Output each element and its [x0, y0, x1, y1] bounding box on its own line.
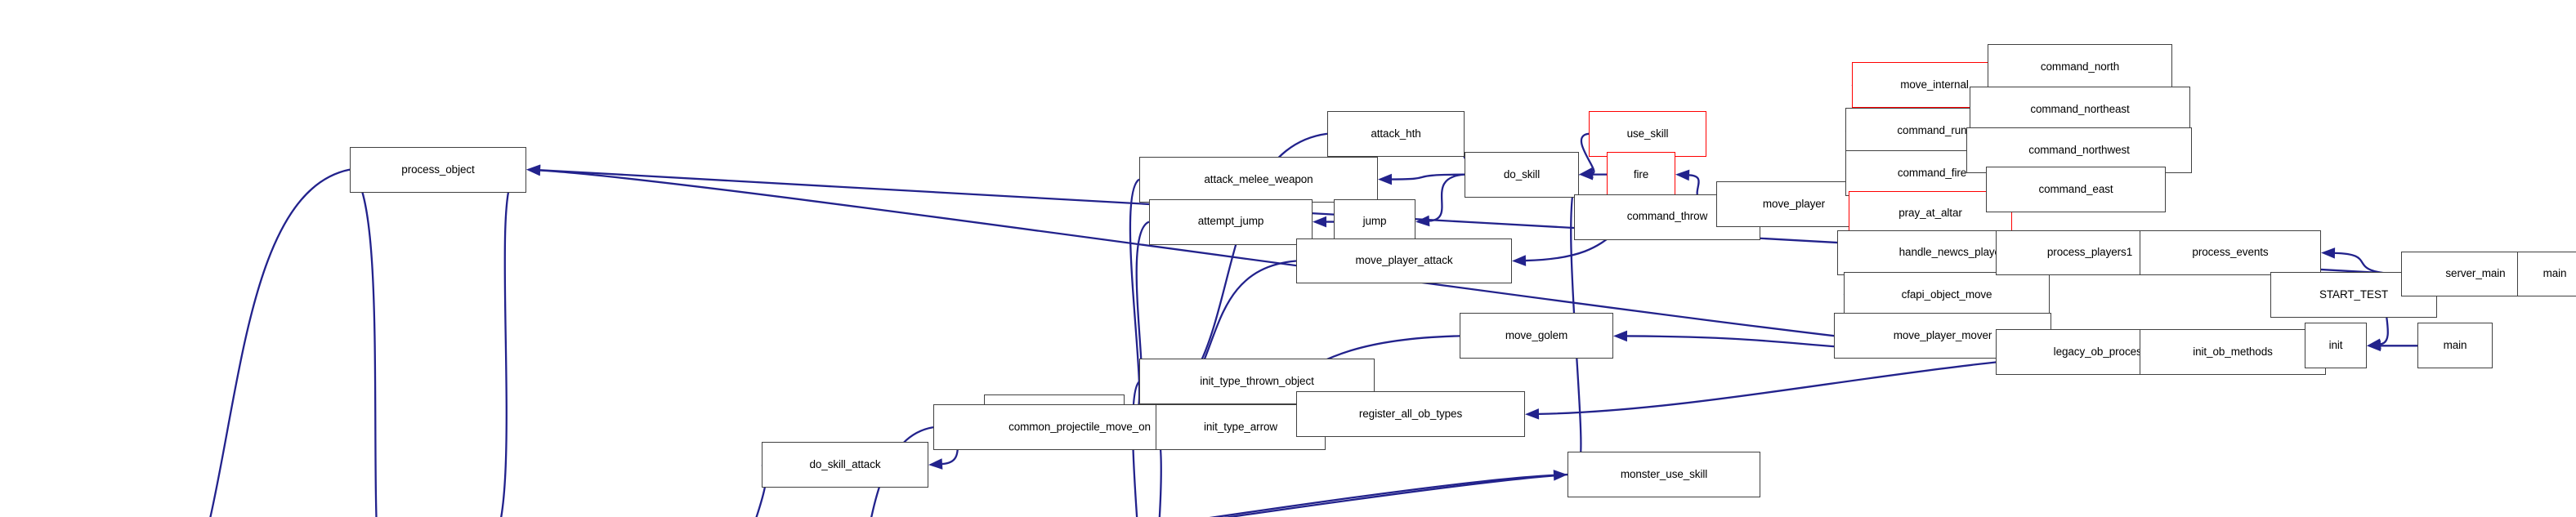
- graph-node-init-type-thrown-object[interactable]: init_type_thrown_object: [1139, 359, 1375, 405]
- edge-monster-use-skill-to-dirdiff: [1223, 473, 1568, 517]
- arrowhead: [2367, 340, 2381, 352]
- edge-move-monster-to-monster-use-skill: [1208, 474, 1554, 517]
- graph-node-monster-use-skill[interactable]: monster_use_skill: [1568, 452, 1760, 498]
- arrowhead: [1579, 168, 1593, 181]
- graph-node-command-northwest[interactable]: command_northwest: [1966, 127, 2192, 173]
- edge-use-skill-to-do-skill: [1581, 132, 1595, 174]
- graph-node-attempt-jump[interactable]: attempt_jump: [1149, 198, 1313, 245]
- arrowhead: [928, 458, 943, 470]
- arrowhead: [1675, 169, 1690, 181]
- graph-node-move-player-attack[interactable]: move_player_attack: [1296, 238, 1512, 284]
- graph-node-use-skill[interactable]: use_skill: [1589, 110, 1706, 157]
- edge-do-skill-to-jump: [1429, 173, 1465, 222]
- arrowhead: [1553, 470, 1568, 481]
- arrowhead: [1415, 215, 1430, 227]
- arrowhead: [1512, 255, 1527, 266]
- graph-node-do-skill[interactable]: do_skill: [1465, 151, 1579, 198]
- edge-process-object-to-dirdiff: [209, 168, 351, 517]
- arrowhead: [1525, 408, 1540, 420]
- graph-node-process-object[interactable]: process_object: [350, 146, 526, 193]
- edge-process-object-to-move-monster: [349, 168, 378, 517]
- graph-node-do-skill-attack[interactable]: do_skill_attack: [762, 442, 928, 488]
- graph-node-main-top[interactable]: main: [2517, 251, 2576, 297]
- graph-node-init-ob-methods[interactable]: init_ob_methods: [2140, 329, 2326, 376]
- graph-node-init[interactable]: init: [2305, 323, 2367, 369]
- edge-attack-melee-weapon-to-skill-attack: [1129, 178, 1141, 412]
- graph-node-process-events[interactable]: process_events: [2140, 230, 2321, 276]
- edge-init-type-thrown-object-to-thrown-object-type-process: [1131, 381, 1140, 517]
- graph-node-command-east[interactable]: command_east: [1986, 166, 2166, 212]
- graph-node-cfapi-object-move[interactable]: cfapi_object_move: [1844, 272, 2050, 319]
- graph-node-main-bottom[interactable]: main: [2417, 323, 2493, 369]
- graph-node-register-all-ob-types[interactable]: register_all_ob_types: [1296, 391, 1525, 438]
- graph-node-pray-at-altar[interactable]: pray_at_altar: [1849, 190, 2012, 237]
- arrowhead: [526, 164, 541, 176]
- edge-do-skill-to-attack-melee-weapon: [1391, 173, 1465, 181]
- edge-attack-ob-simple-to-process-object: [499, 176, 516, 517]
- arrowhead: [1313, 216, 1326, 228]
- graph-node-command-north[interactable]: command_north: [1988, 43, 2172, 90]
- graph-node-move-golem[interactable]: move_golem: [1460, 313, 1613, 359]
- graph-node-attack-melee-weapon[interactable]: attack_melee_weapon: [1139, 156, 1378, 203]
- graph-node-command-northeast[interactable]: command_northeast: [1970, 86, 2190, 132]
- graph-node-attack-hth[interactable]: attack_hth: [1327, 110, 1465, 157]
- graph-node-fire[interactable]: fire: [1607, 151, 1675, 198]
- arrowhead: [1613, 330, 1628, 342]
- arrowhead: [1378, 173, 1393, 185]
- arrowhead: [2321, 247, 2336, 259]
